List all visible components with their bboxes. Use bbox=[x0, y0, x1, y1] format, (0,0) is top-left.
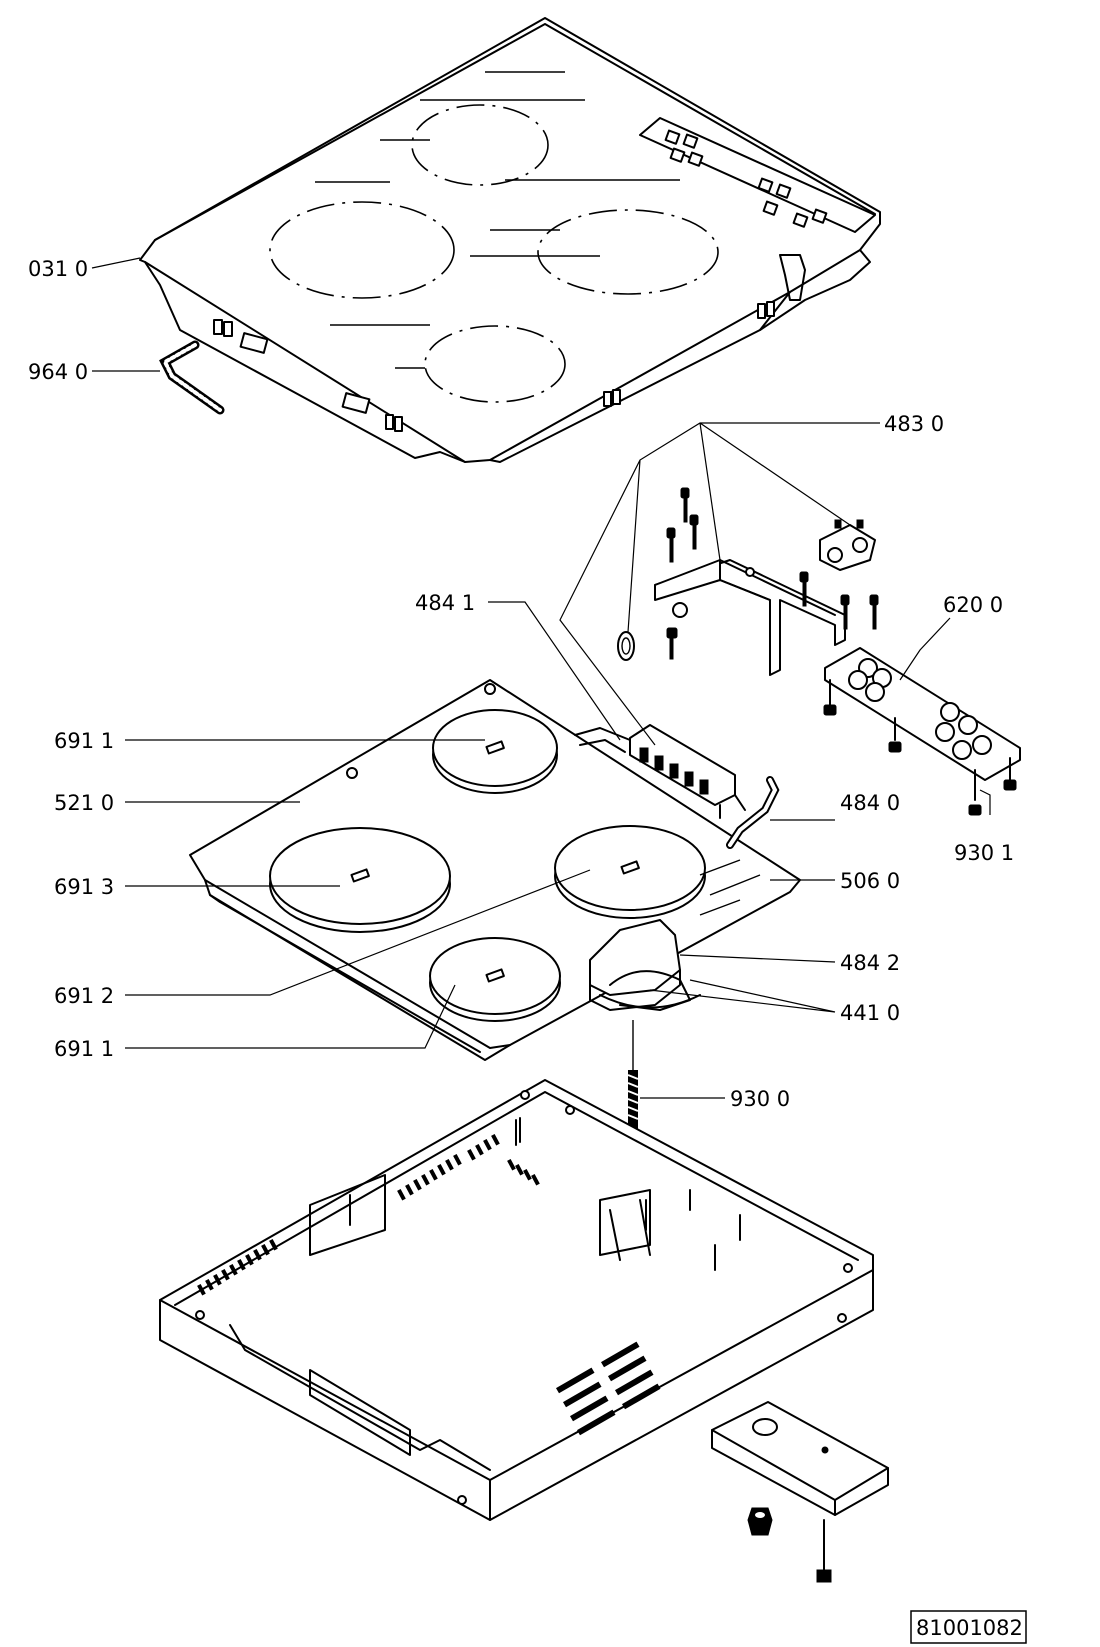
heater-plate bbox=[189, 679, 801, 1061]
callout-691-1-bottom: 691 1 bbox=[54, 1037, 114, 1061]
doc-number: 81001082 bbox=[916, 1616, 1023, 1640]
callout-483-0: 483 0 bbox=[884, 412, 944, 436]
vent-slots bbox=[197, 1133, 540, 1296]
terminal-connector bbox=[574, 724, 746, 819]
callout-964-0: 964 0 bbox=[28, 360, 88, 384]
temperature-sensor bbox=[599, 970, 701, 1011]
callout-506-0: 506 0 bbox=[840, 869, 900, 893]
control-board bbox=[823, 647, 1021, 816]
callout-484-0: 484 0 bbox=[840, 791, 900, 815]
doc-number-box bbox=[910, 1610, 1027, 1644]
foot-plate bbox=[711, 1401, 889, 1583]
callout-441-0: 441 0 bbox=[840, 1001, 900, 1025]
callout-930-0: 930 0 bbox=[730, 1087, 790, 1111]
leader-lines bbox=[91, 257, 991, 1099]
callout-691-2: 691 2 bbox=[54, 984, 114, 1008]
callout-691-3: 691 3 bbox=[54, 875, 114, 899]
callout-620-0: 620 0 bbox=[943, 593, 1003, 617]
callout-484-1: 484 1 bbox=[415, 591, 475, 615]
callout-484-2: 484 2 bbox=[840, 951, 900, 975]
heat-sink-fins bbox=[555, 1341, 661, 1436]
callout-691-1-top: 691 1 bbox=[54, 729, 114, 753]
callout-031-0: 031 0 bbox=[28, 257, 88, 281]
glass-ceramic-top bbox=[139, 17, 881, 463]
callout-930-1: 930 1 bbox=[954, 841, 1014, 865]
base-tray bbox=[159, 1079, 874, 1521]
terminal-bracket-assembly bbox=[617, 487, 879, 676]
callout-521-0: 521 0 bbox=[54, 791, 114, 815]
